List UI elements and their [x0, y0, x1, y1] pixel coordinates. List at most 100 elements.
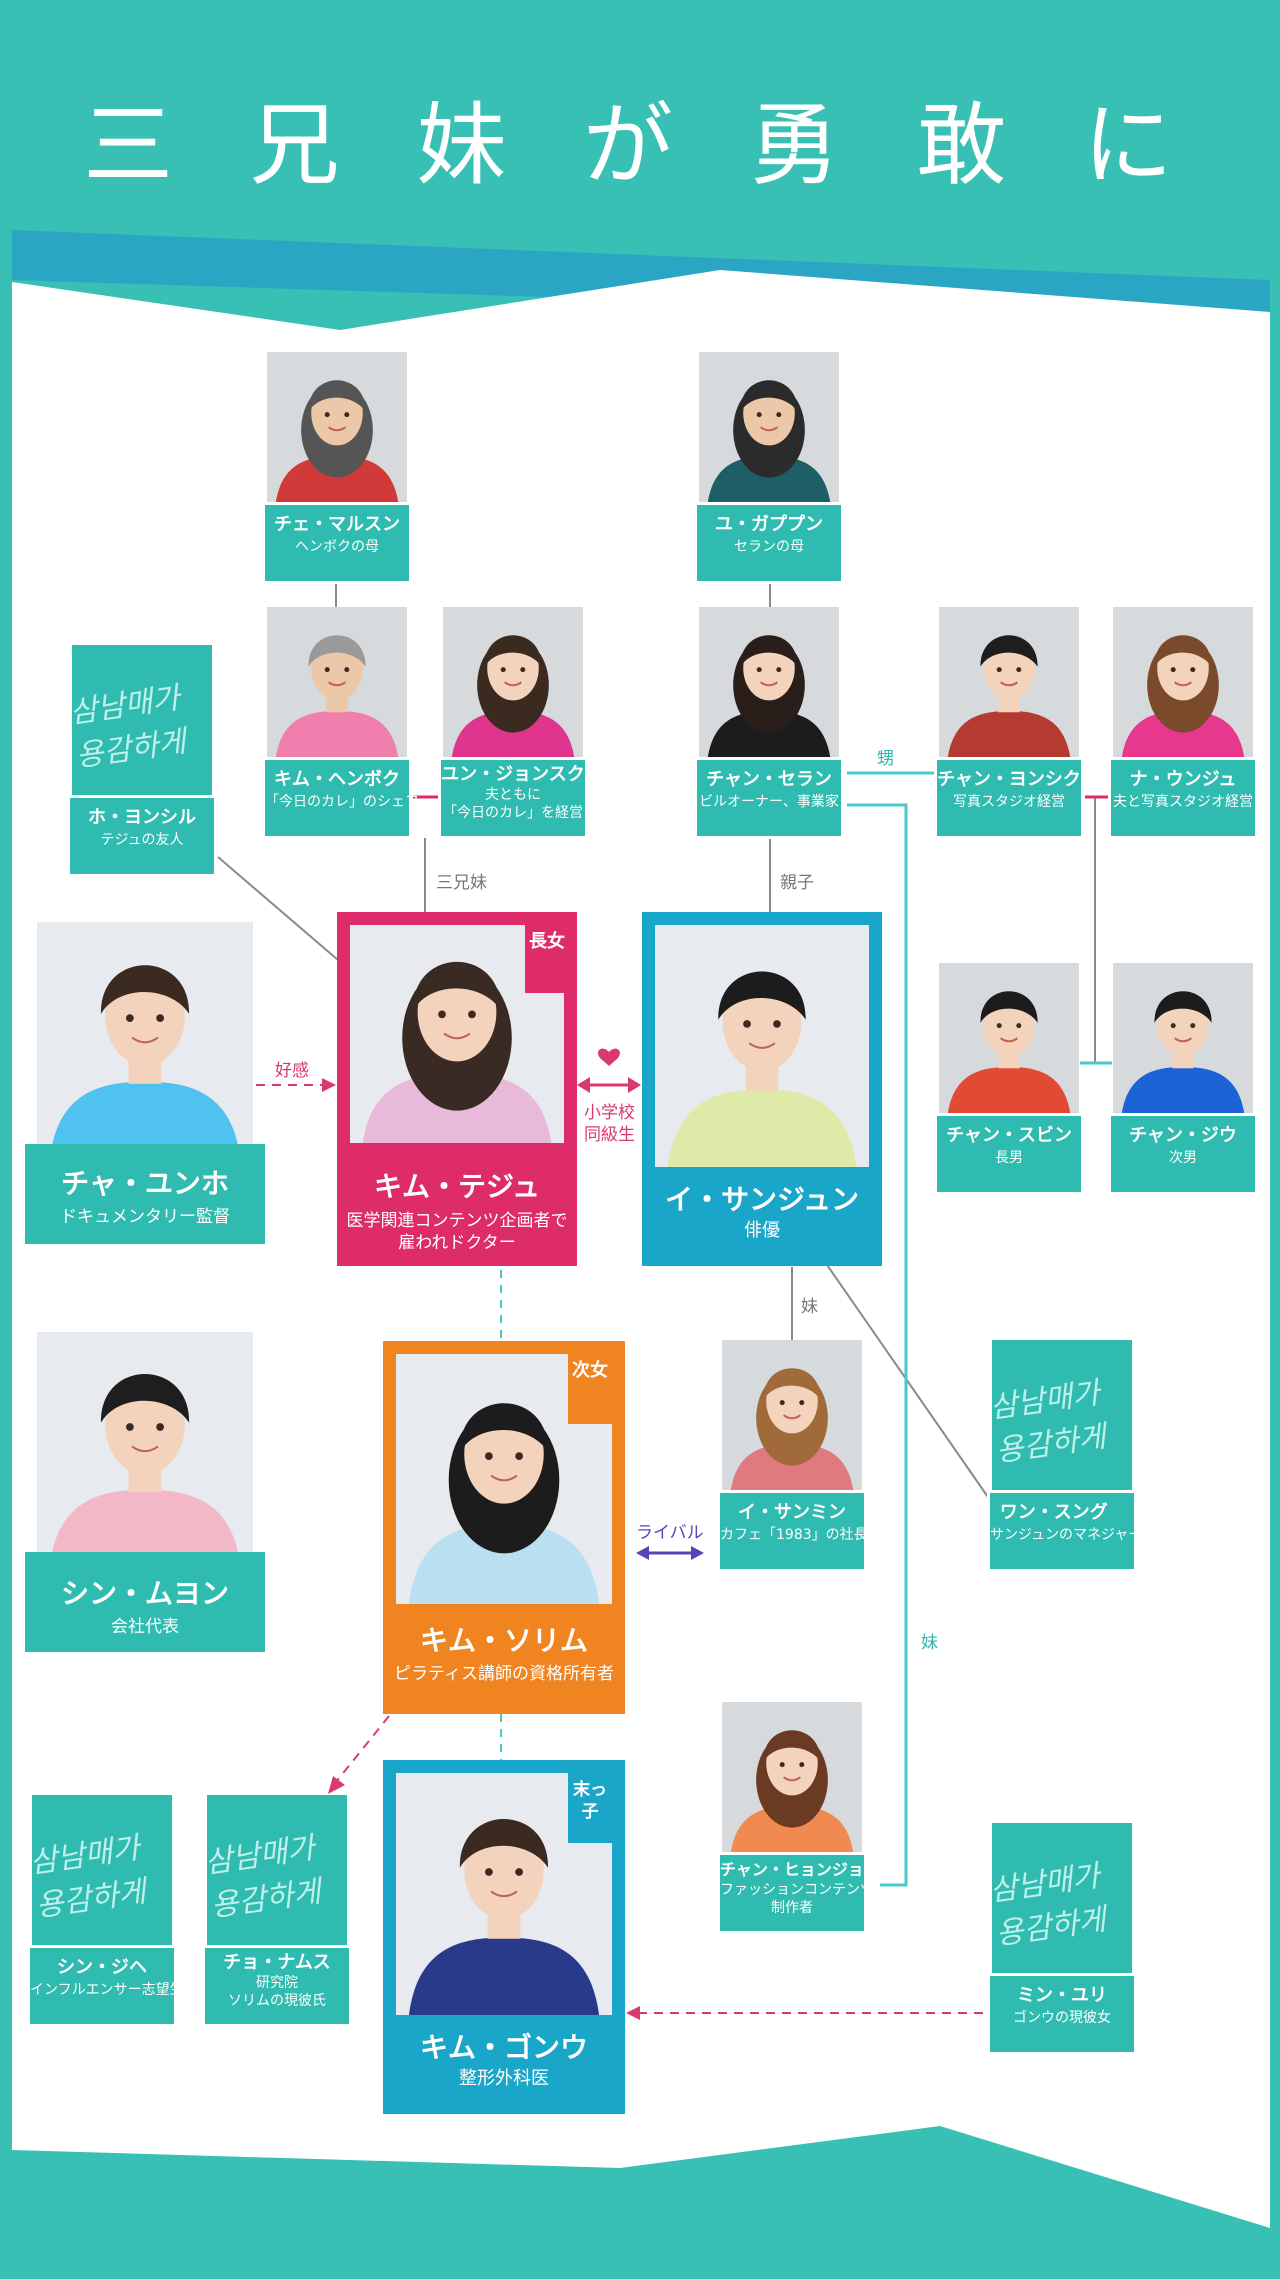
card-lee-sangmin[interactable]: イ・サンミン カフェ「1983」の社長 — [717, 1340, 868, 1572]
card-jang-yongsik[interactable]: チャン・ヨンシク 写真スタジオ経営 — [934, 607, 1084, 839]
person-silhouette — [1121, 635, 1245, 760]
role-label-2: 雇われドクター — [398, 1233, 516, 1253]
role-label-1: 医学関連コンテンツ企画者で — [346, 1211, 568, 1231]
card-kim-sorim[interactable]: 次女 キム・ソリム ピラティス講師の資格所有者 — [383, 1341, 625, 1714]
card-na-eunju[interactable]: ナ・ウンジュ 夫と写真スタジオ経営 — [1108, 607, 1258, 839]
nameplate: ユン・ジョンスク 夫ともに 「今日のカレ」を経営 — [438, 757, 588, 839]
card-kim-haengbok[interactable]: キム・ヘンボク 「今日のカレ」のシェフ — [262, 607, 419, 839]
nameplate: ユ・ガププン セランの母 — [694, 502, 844, 584]
card-jang-seran[interactable]: チャン・セラン ビルオーナー、事業家 — [694, 607, 844, 839]
portrait-cha-yunho — [37, 922, 253, 1157]
card-jang-jiwoo[interactable]: チャン・ジウ 次男 — [1108, 963, 1258, 1195]
nameplate: チェ・マルスン ヘンボクの母 — [262, 502, 412, 584]
nameplate: チャン・ジウ 次男 — [1108, 1113, 1258, 1195]
role-label: 「今日のカレ」のシェフ — [265, 794, 419, 810]
person-silhouette — [49, 1374, 241, 1564]
card-jang-subin[interactable]: チャン・スビン 長男 — [934, 963, 1084, 1195]
card-ho-yongsil[interactable]: 삼남매가 용감하게 ホ・ヨンシル テジュの友人 — [67, 645, 217, 877]
portrait-yu-gappun — [699, 352, 839, 505]
role-label-1: 研究院 — [256, 1975, 298, 1991]
nameplate — [25, 1552, 265, 1652]
role-label: 整形外科医 — [459, 2068, 549, 2089]
name-label: チャン・ヒョンジョン — [720, 1860, 880, 1879]
role-label: カフェ「1983」の社長 — [720, 1527, 868, 1543]
name-label: チャン・スビン — [946, 1125, 1072, 1146]
name-label: シン・ムヨン — [60, 1577, 229, 1610]
label-classmates-2: 同級生 — [584, 1125, 635, 1145]
portrait-jang-yongsik — [939, 607, 1079, 760]
role-label: ピラティス講師の資格所有者 — [394, 1664, 614, 1684]
portrait-jang-jiwoo — [1113, 963, 1253, 1116]
nameplate: チャン・ヨンシク 写真スタジオ経営 — [934, 757, 1084, 839]
card-lee-sangjun[interactable]: イ・サンジュン 俳優 — [642, 912, 882, 1266]
card-kim-taeju[interactable]: 長女 キム・テジュ 医学関連コンテンツ企画者で 雇われドクター — [337, 912, 577, 1266]
person-silhouette — [667, 971, 857, 1167]
person-silhouette — [451, 635, 575, 760]
role-label: サンジュンのマネジャー — [990, 1527, 1143, 1543]
label-sister-2: 妹 — [921, 1633, 938, 1653]
person-silhouette — [1121, 991, 1245, 1116]
role-label: ビルオーナー、事業家 — [699, 794, 839, 810]
drama-logo-placeholder: 삼남매가 용감하게 — [207, 1795, 347, 1948]
card-min-yuri[interactable]: 삼남매가 용감하게 ミン・ユリ ゴンウの現彼女 — [987, 1823, 1137, 2055]
sibling-order-tag: 長女 — [525, 925, 569, 993]
name-label: ワン・スングㅤ — [999, 1502, 1125, 1523]
nameplate: チャン・ヒョンジョン ファッションコンテンツ 制作者 — [717, 1852, 880, 1934]
card-choe-malsun[interactable]: チェ・マルスン ヘンボクの母 — [262, 352, 412, 584]
card-shin-muyeong[interactable]: シン・ムヨン 会社代表 — [25, 1332, 265, 1652]
label-siblings: 三兄妹 — [436, 873, 487, 893]
name-label: キム・テジュ — [373, 1170, 541, 1203]
nameplate: ホ・ヨンシル テジュの友人 — [67, 795, 217, 877]
card-jang-hyeonjeong[interactable]: チャン・ヒョンジョン ファッションコンテンツ 制作者 — [717, 1702, 880, 1934]
drama-logo-placeholder: 삼남매가 용감하게 — [72, 645, 212, 798]
person-silhouette — [947, 635, 1071, 760]
name-label: キム・ゴンウ — [419, 2031, 588, 2064]
page-title: 三 兄 妹 が 勇 敢 に — [83, 93, 1197, 198]
person-silhouette — [707, 635, 831, 760]
role-label: ヘンボクの母 — [295, 539, 379, 555]
person-silhouette — [49, 965, 241, 1157]
role-label: 会社代表 — [111, 1617, 179, 1637]
name-label: キム・ヘンボク — [274, 769, 400, 790]
role-label: ゴンウの現彼女 — [1013, 2010, 1111, 2026]
drama-logo-placeholder: 삼남매가 용감하게 — [992, 1823, 1132, 1976]
role-label: インフルエンサー志望生 — [30, 1982, 184, 1998]
label-classmates-1: 小学校 — [584, 1103, 635, 1123]
nameplate: ナ・ウンジュ 夫と写真スタジオ経営 — [1108, 757, 1258, 839]
name-label: チャン・ジウ — [1129, 1125, 1237, 1146]
portrait-na-eunju — [1113, 607, 1253, 760]
role-label: 写真スタジオ経営 — [953, 794, 1065, 810]
name-label: チョ・ナムス — [223, 1952, 331, 1973]
role-label: 次男 — [1169, 1150, 1197, 1166]
nameplate: イ・サンミン カフェ「1983」の社長 — [717, 1490, 868, 1572]
portrait-jang-seran — [699, 607, 839, 760]
person-silhouette — [707, 380, 831, 505]
role-label: 夫と写真スタジオ経営 — [1113, 794, 1253, 810]
card-jo-namsu[interactable]: 삼남매가 용감하게 チョ・ナムス 研究院 ソリムの現彼氏 — [202, 1795, 352, 2027]
person-silhouette — [730, 1368, 854, 1493]
portrait-kim-geonwoo — [396, 1773, 612, 2015]
name-label: ユ・ガププン — [715, 514, 823, 535]
card-yu-gappun[interactable]: ユ・ガププン セランの母 — [694, 352, 844, 584]
name-label: チェ・マルスン — [274, 514, 400, 535]
name-label: イ・サンミン — [738, 1502, 846, 1523]
name-label: チャン・ヨンシク — [937, 769, 1081, 790]
card-kim-geonwoo[interactable]: 末っ子 キム・ゴンウ 整形外科医 — [383, 1760, 625, 2114]
role-label: セランの母 — [734, 539, 804, 555]
person-silhouette — [275, 635, 399, 760]
card-yun-jeongsuk[interactable]: ユン・ジョンスク 夫ともに 「今日のカレ」を経営 — [438, 607, 588, 839]
portrait-jang-subin — [939, 963, 1079, 1116]
name-label: シン・ジヘ — [57, 1957, 147, 1978]
role-label-2: 制作者 — [771, 1900, 813, 1916]
label-crush: 好感 — [275, 1061, 309, 1081]
card-wang-seunggu[interactable]: 삼남매가 용감하게 ワン・スングㅤ サンジュンのマネジャー — [987, 1340, 1143, 1572]
card-shin-jihye[interactable]: 삼남매가 용감하게 シン・ジヘ インフルエンサー志望生 — [27, 1795, 184, 2027]
name-label: キム・ソリム — [419, 1624, 588, 1657]
person-silhouette — [408, 1403, 600, 1604]
name-label: チャ・ユンホ — [61, 1167, 229, 1200]
portrait-jang-hyeonjeong — [722, 1702, 862, 1855]
sibling-order-tag: 次女 — [568, 1354, 612, 1424]
portrait-kim-haengbok — [267, 607, 407, 760]
card-cha-yunho[interactable]: チャ・ユンホ ドキュメンタリー監督 — [25, 922, 265, 1244]
nameplate: ミン・ユリ ゴンウの現彼女 — [987, 1973, 1137, 2055]
